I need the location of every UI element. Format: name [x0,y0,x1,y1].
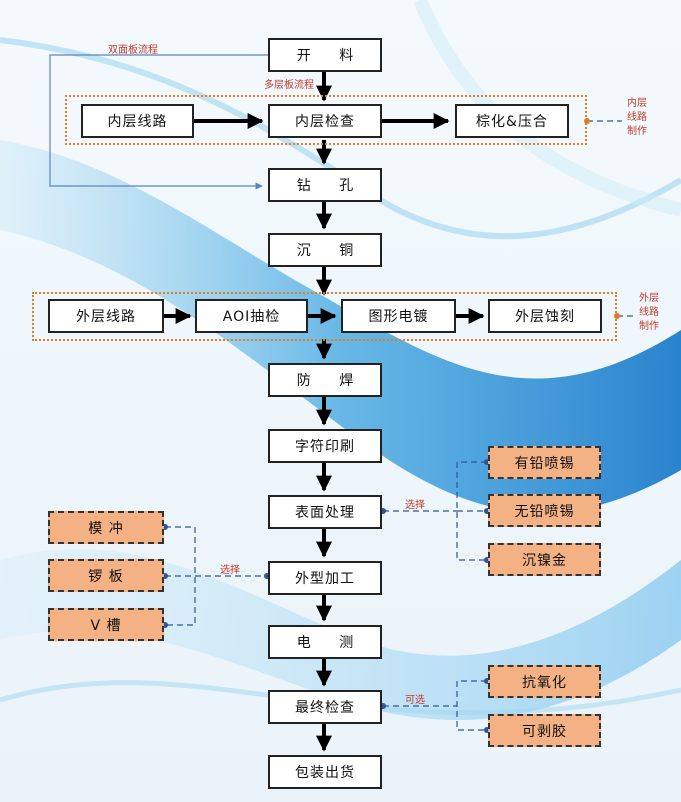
step-neiceng-xianlu: 内层线路 [81,104,194,138]
step-neiceng-jiancha: 内层检查 [268,104,382,138]
step-zuankong: 钻 孔 [268,168,382,202]
option-final-1: 抗氧化 [488,665,601,698]
step-zonghua-yahe: 棕化&压合 [455,104,569,138]
step-aoi-choujian: AOI抽检 [195,299,308,333]
label-select-shape: 选择 [220,565,240,576]
option-shaping-1: 模 冲 [48,511,164,544]
label-inner-group: 内层 线路 制作 [627,98,647,137]
step-chentong: 沉 铜 [268,233,382,267]
label-optional: 可选 [405,695,425,706]
step-fanghan: 防 焊 [268,363,382,397]
option-shaping-2: 锣 板 [48,559,164,592]
step-zuizhong-jiancha: 最终检查 [268,690,382,724]
step-waiceng-shike: 外层蚀刻 [488,299,602,333]
option-final-2: 可剥胶 [488,714,601,747]
step-zifu-yinshua: 字符印刷 [268,429,382,463]
option-surface-1: 有铅喷锡 [488,446,601,479]
step-dianche: 电 测 [268,625,382,659]
inner-layer-group [65,95,587,145]
double-side-bypass-line [49,54,268,190]
step-kailiao: 开 料 [268,38,382,72]
label-select-surface: 选择 [405,500,425,511]
option-shaping-3: V 槽 [48,608,164,641]
step-waixing-jiagong: 外型加工 [268,561,382,595]
label-outer-group: 外层 线路 制作 [639,293,659,332]
step-baozhuang-chuhuo: 包装出货 [268,755,382,789]
option-surface-2: 无铅喷锡 [488,494,601,527]
step-biaomian-chuli: 表面处理 [268,495,382,529]
step-waiceng-xianlu: 外层线路 [48,299,164,333]
step-tuxing-diandu: 图形电镀 [341,299,456,333]
label-double-side-flow: 双面板流程 [108,45,158,56]
label-multi-layer-flow: 多层板流程 [264,80,314,91]
option-surface-3: 沉镍金 [488,543,601,576]
outer-layer-group [32,292,617,341]
